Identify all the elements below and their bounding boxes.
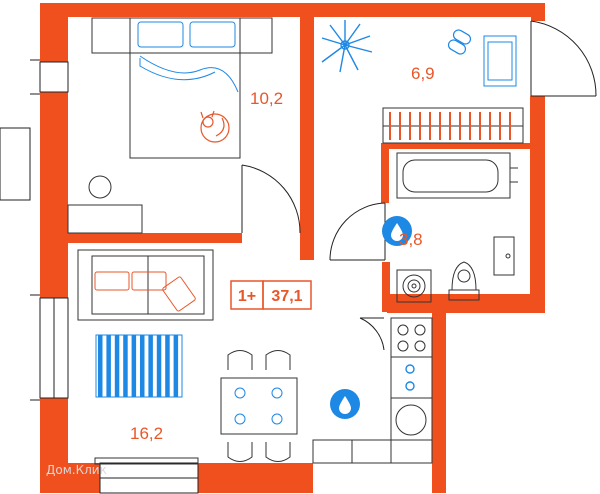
desk — [67, 175, 143, 234]
bathroom-sink — [493, 236, 515, 276]
rug-stripe — [114, 335, 120, 397]
bathroom-door — [329, 202, 386, 261]
entrance-door — [530, 20, 597, 97]
watermark: Дом.Клик — [46, 463, 107, 477]
water-drop-icon — [382, 216, 412, 246]
kitchen-sink — [395, 404, 427, 436]
bathtub — [396, 152, 518, 199]
cat-icon — [200, 110, 230, 143]
bed — [91, 17, 273, 159]
room-area-hallway: 6,9 — [411, 64, 435, 83]
stove — [397, 324, 426, 352]
kitchen-knobs — [405, 364, 415, 391]
washing-machine — [396, 269, 432, 303]
room-area-living: 16,2 — [130, 424, 163, 443]
striped-rug — [95, 334, 183, 398]
toilet — [448, 261, 480, 301]
apartment-badge: 1+ 37,1 — [230, 280, 312, 310]
plant-icon — [321, 20, 373, 73]
room-area-bedroom: 10,2 — [250, 89, 283, 108]
water-drop-icon — [330, 389, 360, 419]
badge-total-area: 37,1 — [271, 288, 302, 305]
exterior-windows — [0, 59, 44, 401]
kitchen-door — [359, 317, 385, 351]
wardrobe — [382, 107, 524, 144]
tv-stand — [94, 457, 199, 465]
rug-stripe — [106, 335, 111, 397]
dining-table — [220, 350, 298, 462]
wardrobe-hangers — [389, 112, 511, 140]
wall-windows — [39, 61, 199, 494]
hallway-rug — [483, 35, 517, 87]
rug-stripe — [123, 335, 128, 397]
slippers-icon — [447, 29, 472, 55]
rug-stripe — [98, 335, 103, 397]
rug-stripe — [173, 335, 179, 397]
bedroom-door — [241, 164, 301, 234]
rug-stripe — [165, 335, 170, 397]
kitchen-counter — [312, 317, 433, 464]
rug-stripe — [156, 335, 162, 397]
rug-stripe — [140, 335, 145, 397]
rug-stripe — [148, 335, 153, 397]
sofa — [77, 249, 214, 321]
walls — [40, 3, 545, 493]
badge-rooms: 1+ — [238, 288, 256, 305]
rug-stripe — [131, 335, 137, 397]
rug-border — [95, 334, 183, 398]
room-area-bathroom: 3,8 — [399, 230, 423, 249]
